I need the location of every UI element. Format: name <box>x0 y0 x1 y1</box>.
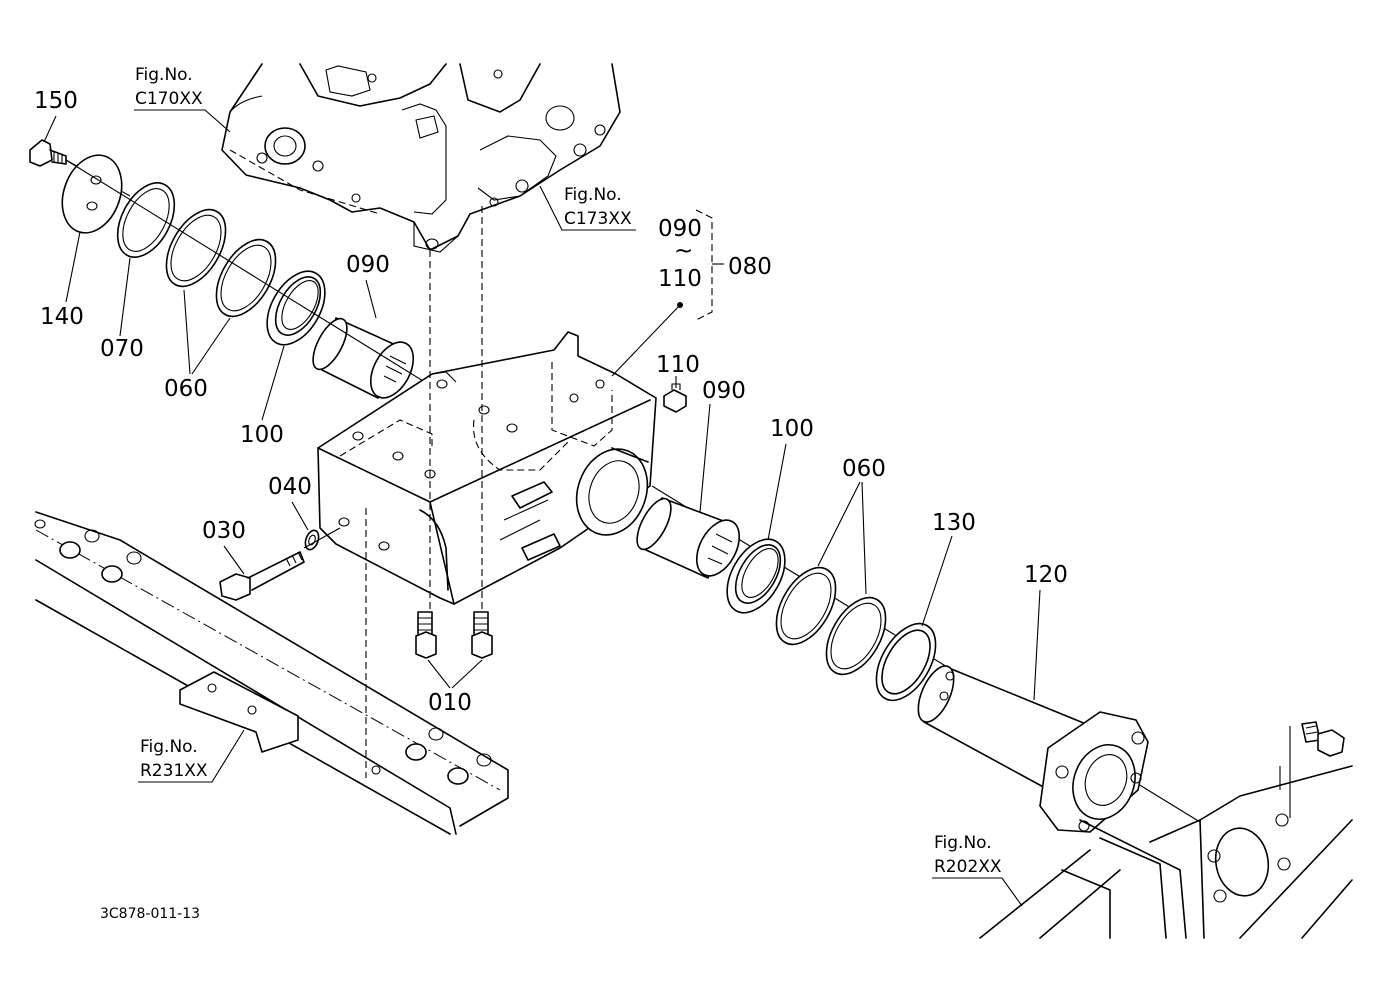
part-120-label: 120 <box>1024 562 1068 588</box>
part-140-label: 140 <box>40 304 84 330</box>
document-code: 3C878-011-13 <box>100 906 200 922</box>
seal-100-left <box>266 270 326 346</box>
front-frame <box>979 721 1353 939</box>
bolts-010 <box>415 611 493 659</box>
washer-070 <box>116 182 176 258</box>
fig-ref-r202: Fig.No. R202XX <box>932 833 1023 907</box>
part-090-left-label: 090 <box>346 252 390 278</box>
fig-ref-r231: Fig.No. R231XX <box>138 729 245 783</box>
fig-ref-r231-code: R231XX <box>140 761 208 781</box>
part-030-label: 030 <box>202 518 246 544</box>
fig-ref-r231-line1: Fig.No. <box>140 737 198 757</box>
part-100-right-label: 100 <box>770 416 814 442</box>
part-150-label: 150 <box>34 88 78 114</box>
fig-ref-c170-line1: Fig.No. <box>135 65 193 85</box>
frame-rail <box>34 511 509 835</box>
part-060-right-label: 060 <box>842 456 886 482</box>
group-to-label: 110 <box>658 266 702 292</box>
bushing-090-left <box>312 317 415 399</box>
washer-130 <box>875 622 937 702</box>
plate-140 <box>61 154 123 234</box>
fig-ref-r202-line1: Fig.No. <box>934 833 992 853</box>
fig-ref-c170-code: C170XX <box>135 89 203 109</box>
fig-ref-c173-code: C173XX <box>564 209 632 229</box>
part-100-left-label: 100 <box>240 422 284 448</box>
shims-060-right <box>775 566 887 676</box>
part-090-right-label: 090 <box>702 378 746 404</box>
pivot-shaft-120 <box>917 665 1149 833</box>
fig-ref-c170: Fig.No. C170XX <box>134 65 231 133</box>
fig-ref-r202-code: R202XX <box>934 857 1002 877</box>
part-070-label: 070 <box>100 336 144 362</box>
axle-housing <box>317 331 657 605</box>
assembly-group-080: 090 ~ 110 080 <box>611 209 772 377</box>
part-010-label: 010 <box>428 690 472 716</box>
group-tilde: ~ <box>674 238 693 264</box>
seal-100-right <box>726 538 786 614</box>
shims-060-left <box>165 208 277 318</box>
part-110-label: 110 <box>656 352 700 378</box>
bushing-090-right <box>636 497 741 579</box>
gearbox-housing <box>221 63 621 253</box>
part-130-label: 130 <box>932 510 976 536</box>
bolt-030 <box>219 551 305 601</box>
grease-nipple-110 <box>663 383 687 413</box>
group-assembly-label: 080 <box>728 254 772 280</box>
group-from-label: 090 <box>658 216 702 242</box>
fig-ref-c173-line1: Fig.No. <box>564 185 622 205</box>
fig-ref-c173: Fig.No. C173XX <box>539 185 636 231</box>
part-060-left-label: 060 <box>164 376 208 402</box>
part-040-label: 040 <box>268 474 312 500</box>
